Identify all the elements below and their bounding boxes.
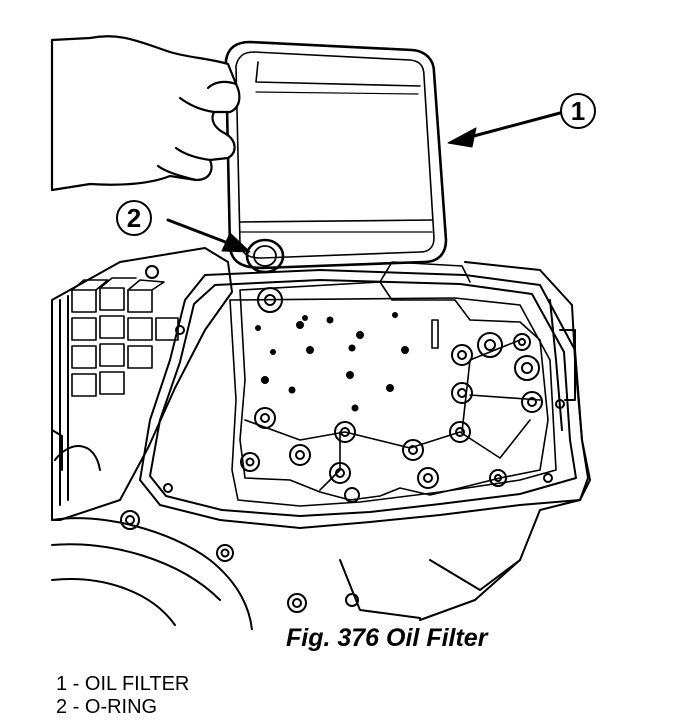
- callout-2-number: 2: [127, 203, 141, 233]
- callout-2: 2: [116, 200, 251, 253]
- valve-body: [239, 261, 549, 503]
- transmission-case: [51, 247, 591, 630]
- legend-item-o-ring: 2 - O-RING: [56, 696, 158, 718]
- callout-1-number: 1: [571, 96, 585, 126]
- case-ribbing: [71, 277, 179, 397]
- figure-caption: Fig. 376 Oil Filter: [286, 624, 488, 652]
- legend-item-oil-filter: 1 - OIL FILTER: [56, 673, 190, 695]
- callout-1: 1: [447, 93, 596, 148]
- legend: 1 - OIL FILTER 2 - O-RING: [56, 673, 189, 719]
- valve-body-ports: [255, 312, 409, 412]
- oil-filter: [224, 40, 448, 274]
- technician-hand: [50, 35, 241, 192]
- case-bolts: [120, 265, 359, 613]
- oil-filter-illustration: 1 2: [50, 35, 596, 630]
- o-ring: [245, 238, 285, 274]
- valve-body-bolts: [240, 287, 543, 503]
